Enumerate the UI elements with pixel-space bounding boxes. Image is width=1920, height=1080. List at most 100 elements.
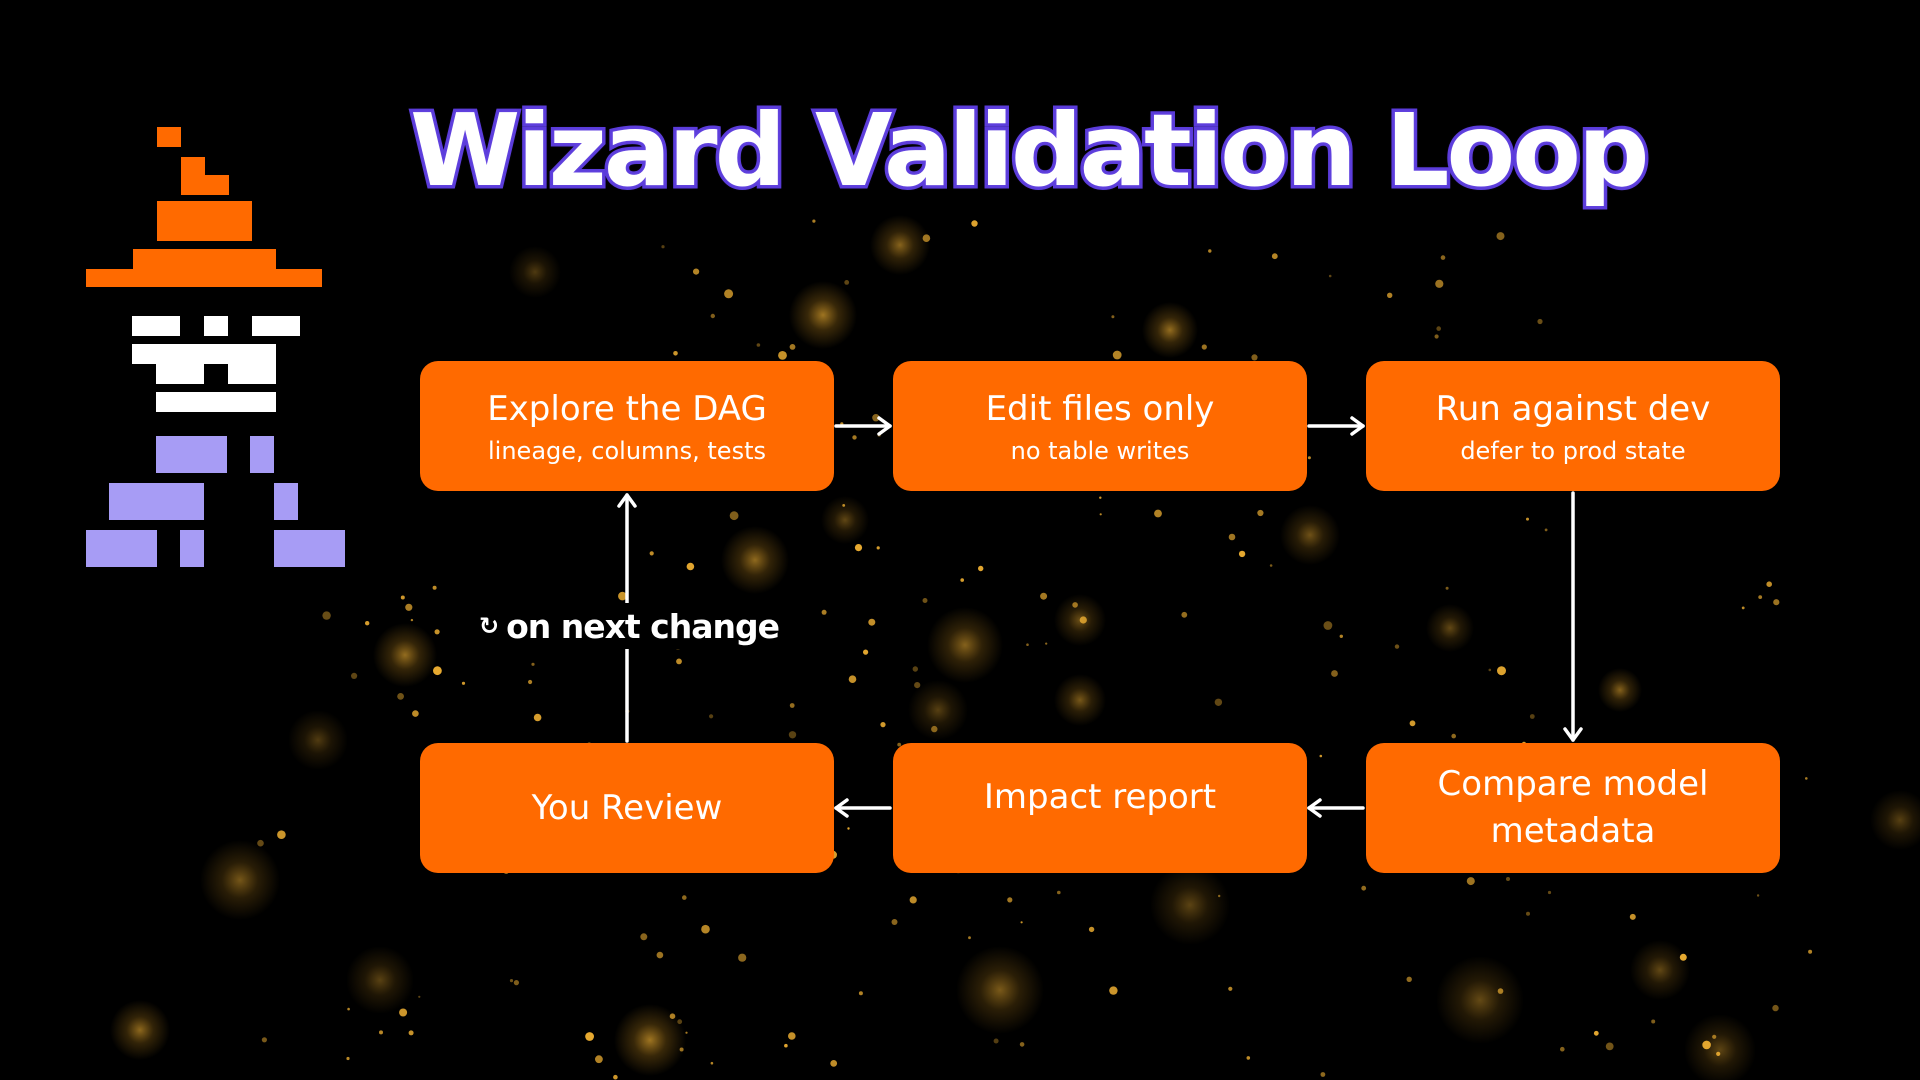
sparkle-dot xyxy=(528,679,533,685)
sparkle-dot xyxy=(1605,1042,1614,1051)
sparkle-dot xyxy=(914,682,921,689)
sparkle-dot xyxy=(1181,611,1188,618)
sparkle-dot xyxy=(1320,1072,1326,1077)
sparkle-dot xyxy=(789,344,796,350)
sparkle-dot xyxy=(585,1032,594,1041)
sparkle-dot xyxy=(257,839,264,847)
sparkle-glow xyxy=(1436,956,1524,1044)
sparkle-dot xyxy=(1057,890,1061,895)
node-edit-files-only: Edit files only no table writes xyxy=(893,361,1307,491)
sparkle-dot xyxy=(848,675,857,683)
sparkle-dot xyxy=(677,1019,683,1025)
sparkle-glow xyxy=(1870,790,1920,850)
sparkle-dot xyxy=(840,422,844,426)
sparkle-dot xyxy=(1088,926,1095,933)
sparkle-dot xyxy=(434,629,440,635)
node-subtitle: lineage, columns, tests xyxy=(488,436,766,465)
sparkle-dot xyxy=(1201,344,1207,350)
sparkle-dot xyxy=(346,1056,350,1061)
sparkle-dot xyxy=(669,1013,676,1019)
sparkle-dot xyxy=(1208,249,1212,253)
sparkle-dot xyxy=(1040,592,1048,600)
sparkle-dot xyxy=(1214,698,1223,706)
sparkle-dot xyxy=(1154,509,1162,518)
sparkle-dot xyxy=(724,289,734,299)
sparkle-dot xyxy=(1111,315,1115,319)
sparkle-dot xyxy=(656,951,664,959)
sparkle-dot xyxy=(640,933,648,941)
sparkle-dot xyxy=(1323,621,1333,630)
node-run-against-dev: Run against dev defer to prod state xyxy=(1366,361,1780,491)
sparkle-glow xyxy=(288,710,348,770)
node-impact-report: Impact report xyxy=(893,743,1307,873)
sparkle-glow xyxy=(789,281,857,349)
sparkle-dot xyxy=(830,1060,838,1067)
sparkle-dot xyxy=(738,953,747,962)
sparkle-dot xyxy=(971,220,978,227)
sparkle-dot xyxy=(673,351,678,356)
sparkle-dot xyxy=(433,666,442,676)
wizard-robe xyxy=(86,436,345,567)
sparkle-dot xyxy=(922,234,931,242)
sparkle-dot xyxy=(405,603,413,611)
sparkle-dot xyxy=(595,1055,603,1064)
sparkle-dot xyxy=(412,710,419,717)
sparkle-dot xyxy=(1451,733,1456,739)
sparkle-dot xyxy=(868,618,876,626)
sparkle-glow xyxy=(509,246,561,298)
sparkle-dot xyxy=(1251,354,1258,361)
sparkle-dot xyxy=(1079,616,1087,624)
sparkle-dot xyxy=(710,313,715,319)
node-title: You Review xyxy=(531,787,723,828)
sparkle-dot xyxy=(1434,334,1439,339)
sparkle-dot xyxy=(1328,274,1332,278)
sparkle-dot xyxy=(432,585,437,590)
node-compare-model-metadata: Compare model metadata xyxy=(1366,743,1780,873)
sparkle-dot xyxy=(1629,913,1636,920)
sparkle-glow xyxy=(1142,302,1198,358)
sparkle-dot xyxy=(1269,564,1273,567)
sparkle-dot xyxy=(1436,326,1441,331)
sparkle-dot xyxy=(1228,986,1233,991)
sparkle-dot xyxy=(533,713,542,722)
sparkle-dot xyxy=(877,433,881,437)
sparkle-dot xyxy=(400,595,405,600)
sparkle-glow xyxy=(721,526,789,594)
sparkle-dot xyxy=(960,578,964,582)
sparkle-dot xyxy=(410,618,414,622)
sparkle-dot xyxy=(661,245,665,249)
sparkle-dot xyxy=(1394,644,1400,649)
sparkle-glow xyxy=(908,680,968,740)
sparkle-dot xyxy=(1339,634,1344,638)
sparkle-dot xyxy=(784,1043,788,1048)
sparkle-dot xyxy=(1099,513,1102,516)
sparkle-dot xyxy=(1109,986,1118,995)
sparkle-dot xyxy=(863,649,869,655)
sparkle-dot xyxy=(1773,599,1780,606)
sparkle-dot xyxy=(1716,1051,1721,1056)
sparkle-glow xyxy=(1598,668,1642,712)
sparkle-dot xyxy=(277,830,286,839)
sparkle-dot xyxy=(1319,754,1323,758)
sparkle-dot xyxy=(1651,1019,1656,1024)
sparkle-dot xyxy=(399,1008,408,1017)
sparkle-dot xyxy=(379,1030,383,1035)
sparkle-dot xyxy=(1019,1042,1025,1047)
node-subtitle: no table writes xyxy=(1010,436,1190,465)
sparkle-dot xyxy=(693,268,700,275)
sparkle-dot xyxy=(365,621,370,626)
sparkle-dot xyxy=(788,731,797,739)
sparkle-dot xyxy=(1257,509,1264,517)
sparkle-dot xyxy=(842,504,846,507)
node-title: Edit files only xyxy=(985,388,1215,429)
sparkle-dot xyxy=(854,544,863,552)
sparkle-dot xyxy=(701,924,710,934)
sparkle-dot xyxy=(709,714,714,719)
sparkle-dot xyxy=(625,709,630,714)
sparkle-dot xyxy=(847,827,850,830)
sparkle-dot xyxy=(686,562,695,571)
sparkle-dot xyxy=(509,979,514,983)
sparkle-dot xyxy=(1593,1030,1599,1036)
sparkle-dot xyxy=(1808,949,1813,954)
